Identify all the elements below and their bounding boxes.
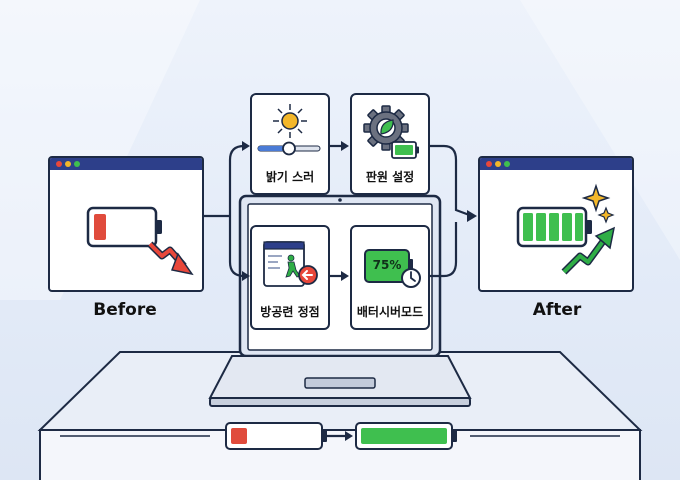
window-dot-yellow: [495, 161, 501, 167]
after-window-titlebar: [480, 158, 632, 170]
window-dot-yellow: [65, 161, 71, 167]
battery-saver-label: 배터시버모드: [356, 305, 424, 319]
brightness-label: 밝기 스러: [265, 170, 315, 184]
window-dot-red: [56, 161, 62, 167]
background-apps-label: 방공련 정점: [260, 305, 320, 319]
power-settings-label: 판원 설정: [365, 170, 415, 184]
window-dot-green: [74, 161, 80, 167]
after-label: After: [532, 300, 582, 320]
window-dot-green: [504, 161, 510, 167]
before-window-titlebar: [50, 158, 202, 170]
battery-percent-text: 75%: [372, 258, 402, 272]
window-dot-red: [486, 161, 492, 167]
before-label: Before: [93, 300, 157, 320]
